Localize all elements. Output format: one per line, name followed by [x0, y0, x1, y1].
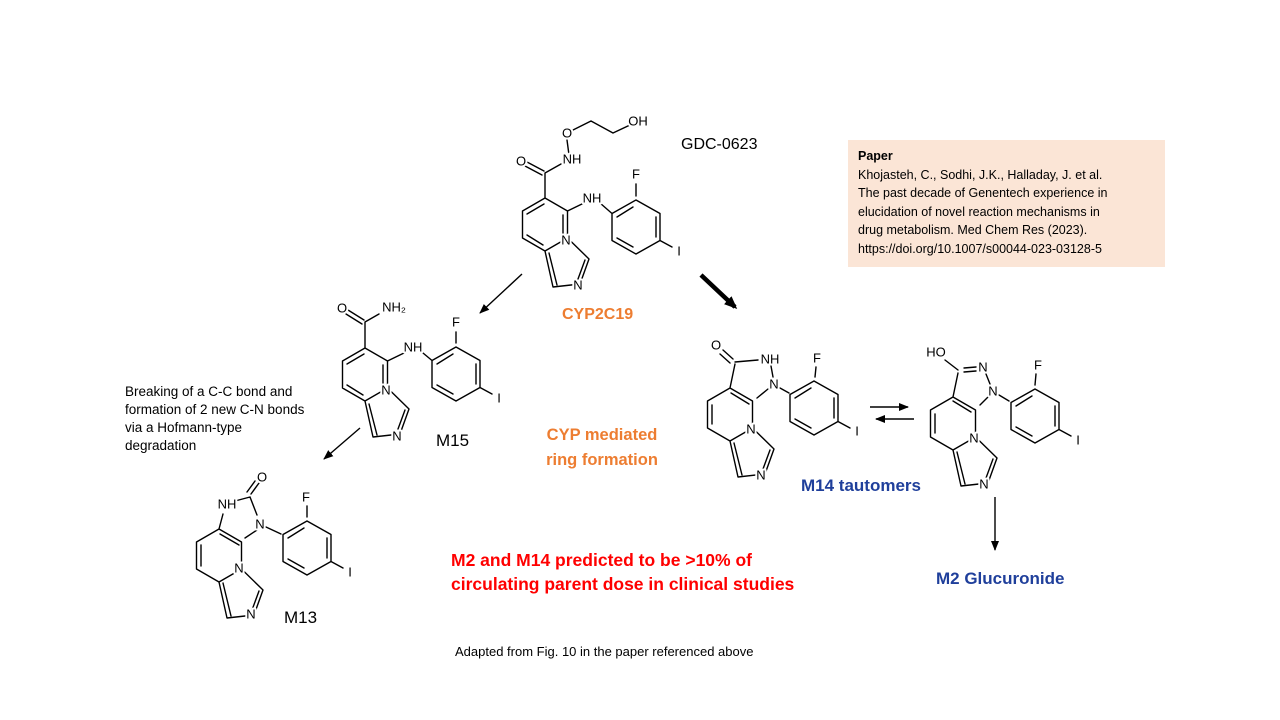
arrow-gdc-to-m14	[699, 273, 738, 310]
atom-label-n: N	[769, 377, 778, 392]
atom-label-n: N	[746, 422, 755, 437]
bond-lines	[341, 309, 493, 438]
atom-label-nh: NH₂	[382, 300, 406, 315]
metabolite-label-m13: M13	[284, 608, 318, 627]
atom-label-n: N	[392, 429, 401, 444]
atom-label-n: N	[255, 517, 264, 532]
molecule-m14-tautomer-1: O NH N N N F I	[706, 336, 861, 485]
atom-label-o: O	[562, 126, 572, 141]
hofmann-note-line2: formation of 2 new C-N bonds	[125, 402, 305, 417]
atom-label-n: N	[246, 607, 255, 622]
mechanism-label-line1: CYP mediated	[546, 426, 658, 444]
atom-label-n: N	[969, 431, 978, 446]
bond-lines	[706, 349, 851, 478]
atom-label-f: F	[302, 490, 310, 505]
hofmann-degradation-note: Breaking of a C-C bond and formation of …	[125, 383, 304, 455]
atom-label-n: N	[979, 477, 988, 492]
paper-citation-line: Khojasteh, C., Sodhi, J.K., Halladay, J.…	[858, 167, 1103, 182]
paper-citation-line: elucidation of novel reaction mechanisms…	[858, 204, 1100, 219]
bond-lines	[929, 359, 1072, 487]
atom-label-i: I	[855, 424, 859, 439]
atom-label-o: O	[516, 154, 526, 169]
atom-label-ho: HO	[926, 345, 946, 360]
hofmann-note-line4: degradation	[125, 438, 197, 453]
atom-label-n: N	[381, 383, 390, 398]
bond-lines	[195, 480, 344, 619]
bond-lines	[521, 120, 673, 288]
atom-label-i: I	[348, 565, 352, 580]
atom-label-nh: NH	[218, 497, 237, 512]
atom-label-oh: OH	[628, 114, 648, 129]
enzyme-label-cyp2c19: CYP2C19	[562, 306, 634, 323]
compound-label-gdc-0623: GDC-0623	[681, 136, 758, 153]
arrow-m15-to-m13	[323, 427, 361, 460]
paper-citation-line: drug metabolism. Med Chem Res (2023).	[858, 223, 1088, 238]
paper-citation-line: The past decade of Genentech experience …	[858, 186, 1108, 201]
atom-label-nh: NH	[404, 340, 423, 355]
clinical-note-line2: circulating parent dose in clinical stud…	[451, 573, 795, 594]
metabolite-label-m15: M15	[436, 431, 470, 450]
atom-label-n: N	[561, 233, 570, 248]
hofmann-note-line1: Breaking of a C-C bond and	[125, 384, 293, 399]
adapted-from-note: Adapted from Fig. 10 in the paper refere…	[455, 644, 754, 659]
atom-label-o: O	[257, 470, 267, 485]
atom-label-i: I	[1076, 433, 1080, 448]
atom-label-n: N	[234, 561, 243, 576]
atom-label-f: F	[813, 351, 821, 366]
arrow-gdc-to-m15	[479, 273, 523, 314]
metabolite-label-m14-tautomers: M14 tautomers	[801, 476, 921, 495]
atom-label-nh: NH	[563, 152, 582, 167]
clinical-note-line1: M2 and M14 predicted to be >10% of	[451, 550, 752, 570]
paper-reference-box: Paper Khojasteh, C., Sodhi, J.K., Hallad…	[848, 140, 1165, 267]
atom-label-i: I	[497, 391, 501, 406]
molecule-m13: NH O N N N F I	[195, 468, 354, 624]
paper-doi-line: https://doi.org/10.1007/s00044-023-03128…	[858, 241, 1102, 256]
atom-label-o: O	[337, 301, 347, 316]
atom-label-n: N	[573, 278, 582, 293]
atom-label-f: F	[632, 167, 640, 182]
paper-box-heading: Paper	[858, 149, 893, 163]
molecule-m15: O NH₂ NH F I N N	[335, 298, 503, 446]
metabolite-label-m2-glucuronide: M2 Glucuronide	[936, 569, 1065, 588]
atom-label-o: O	[711, 338, 721, 353]
atom-label-n: N	[978, 360, 987, 375]
molecule-gdc-0623: O NH O OH NH F I N N	[514, 112, 683, 295]
atom-label-n: N	[988, 384, 997, 399]
atom-label-nh: NH	[583, 191, 602, 206]
atom-label-nh: NH	[761, 352, 780, 367]
mechanism-label-line2: ring formation	[546, 451, 658, 469]
atom-label-i: I	[677, 244, 681, 259]
equilibrium-arrows	[870, 403, 914, 423]
clinical-note: M2 and M14 predicted to be >10% of circu…	[451, 549, 794, 596]
hofmann-note-line3: via a Hofmann-type	[125, 420, 243, 435]
atom-label-f: F	[1034, 358, 1042, 373]
mechanism-label: CYP mediated ring formation	[527, 423, 677, 473]
atom-label-n: N	[756, 468, 765, 483]
atom-label-f: F	[452, 315, 460, 330]
